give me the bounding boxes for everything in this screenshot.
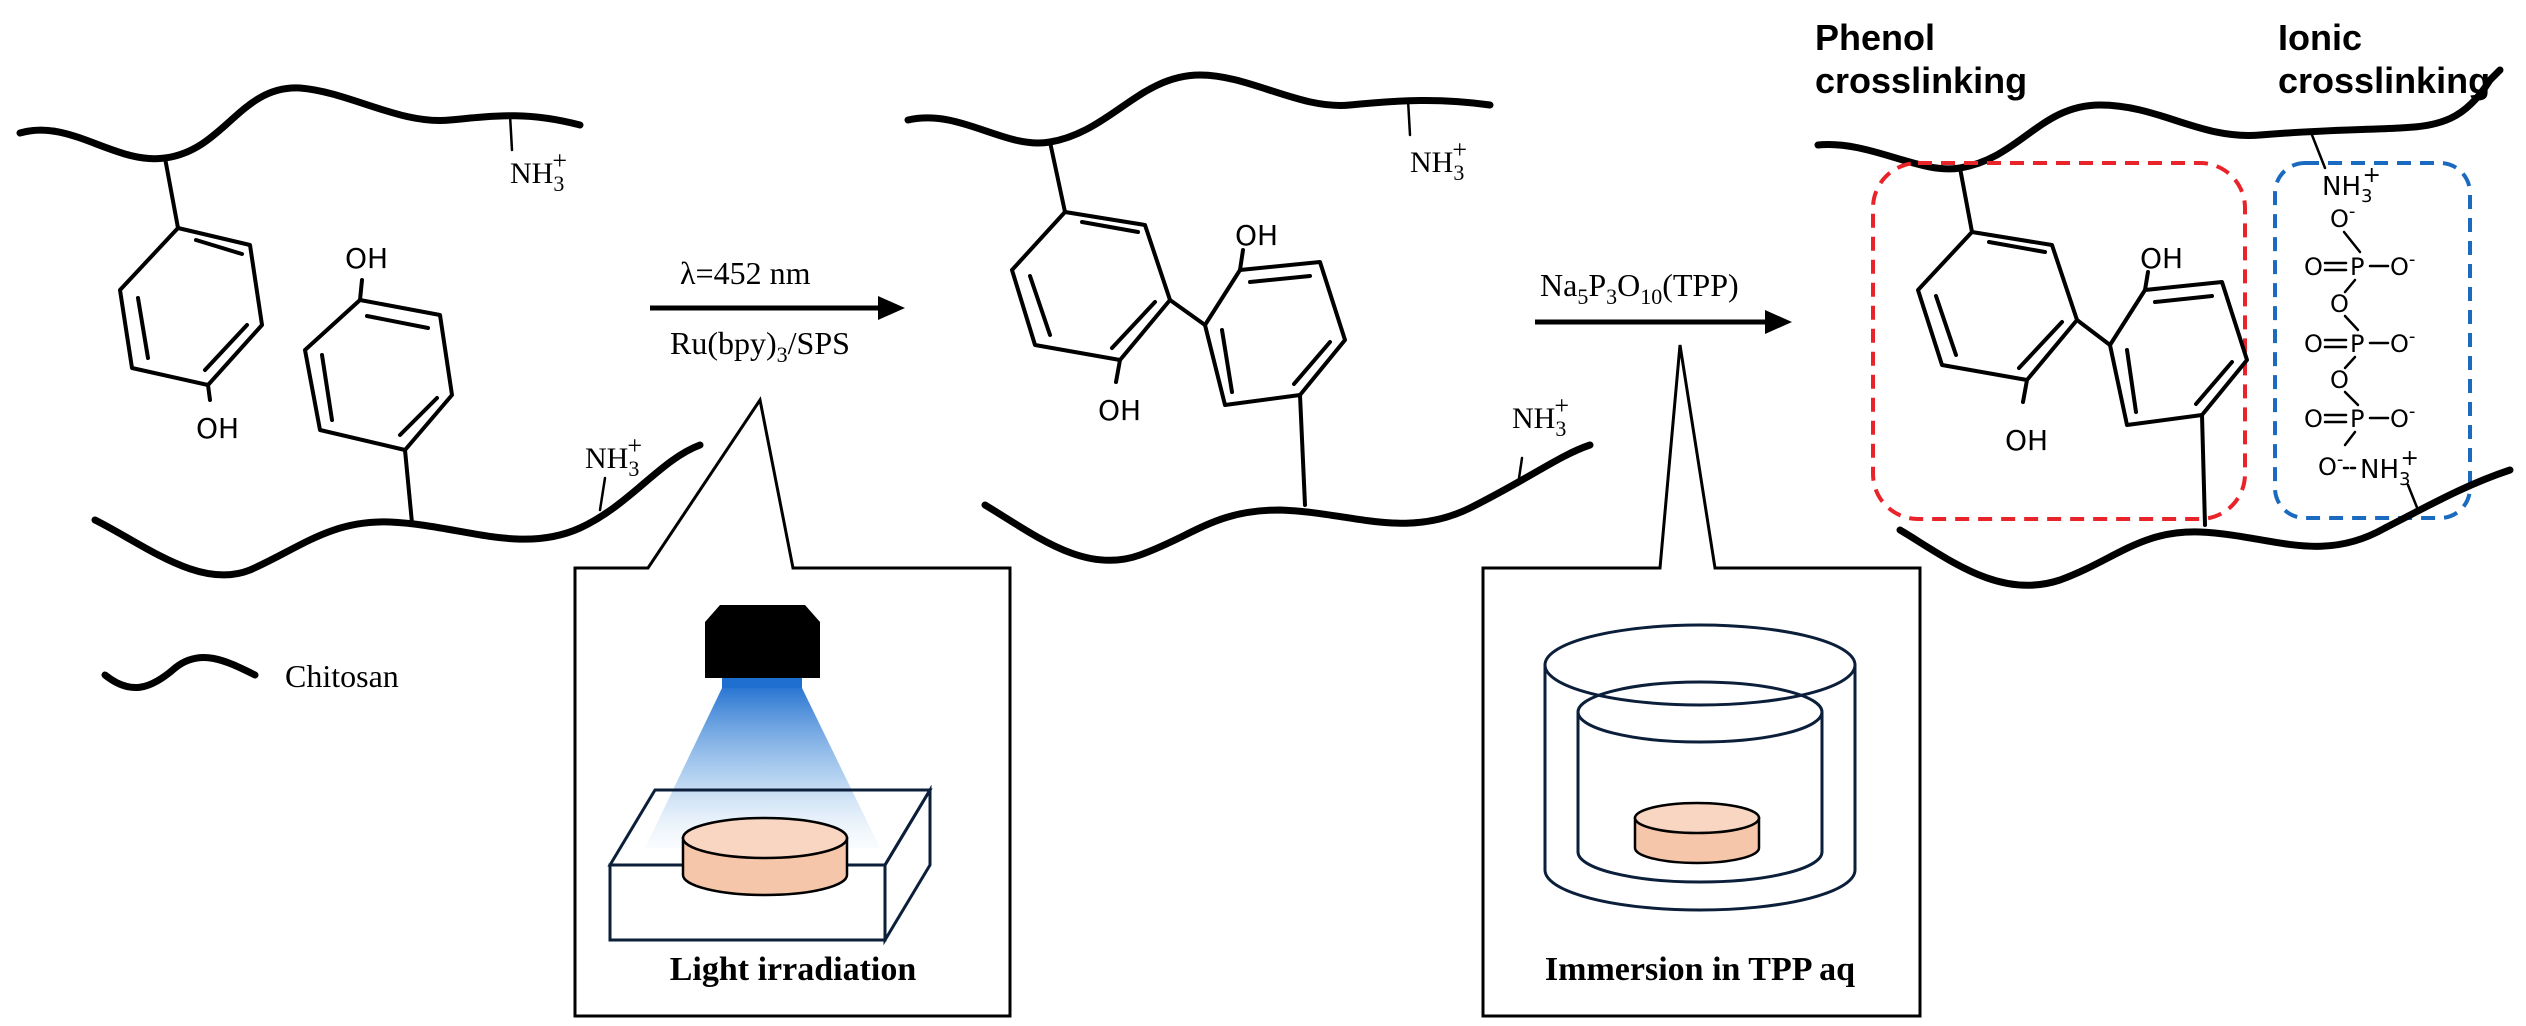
oxygen-anion: O- [2330,201,2355,233]
chitosan-chain-top [904,71,1494,147]
ionic-crosslinking-header: Ionic [2278,17,2362,58]
hydroxyl-label: OH [196,412,239,445]
svg-text:O: O [2330,290,2349,318]
amine-label: NH3+ [1512,391,1569,441]
light-irradiation-caption: Light irradiation [670,951,917,988]
chitosan-chain-bottom [91,441,704,579]
light-irradiation-panel: Light irradiation [573,396,1012,1018]
amine-label: NH3+ [510,146,567,196]
panel-dual-crosslinked: Phenol crosslinking Ionic crosslinking O… [1814,17,2514,589]
hydroxyl-label: OH [1098,394,1141,427]
panel-phenol-crosslinked: NH3+ OH OH NH3+ [904,71,1594,564]
hydroxyl-label: OH [2005,424,2048,457]
phenol-crosslinking-box [1871,161,2247,521]
amine-label: NH3+ [2360,446,2419,490]
phenol-crosslinking-header-2: crosslinking [1815,60,2027,101]
svg-text:O-: O- [2390,401,2415,433]
chitosan-legend-symbol [101,654,259,692]
svg-text:O: O [2304,253,2323,281]
tpp-formula-label: Na5P3O10(TPP) [1540,267,1739,309]
oxygen-anion: O- [2318,449,2343,481]
svg-text:O: O [2304,405,2323,433]
catalyst-label: Ru(bpy)3/SPS [670,325,850,367]
svg-text:P: P [2350,405,2364,433]
phosphate-unit: O P O- O [2304,326,2415,407]
chitosan-chain-top [1814,66,2504,173]
phenol-ring: OH [118,156,264,445]
hydroxyl-label: OH [345,242,388,275]
hydroxyl-label: OH [1235,219,1278,252]
phosphate-unit: O P O- [2304,401,2415,447]
chitosan-chain-bottom [1896,466,2514,589]
amine-label: NH3+ [2322,163,2381,207]
ionic-crosslinking-box [2273,161,2472,520]
chitosan-chain-top [16,84,584,163]
svg-text:P: P [2350,330,2364,358]
svg-text:O-: O- [2390,326,2415,358]
amine-label: NH3+ [1410,135,1467,185]
ionic-crosslinking-header-2: crosslinking [2278,60,2490,101]
svg-text:O: O [2330,366,2349,394]
phosphate-unit: O P O- O [2304,249,2415,332]
wavelength-label: λ=452 nm [680,255,811,291]
svg-text:P: P [2350,253,2364,281]
chitosan-chain-bottom [981,441,1594,564]
immersion-panel: Immersion in TPP aq [1481,344,1922,1018]
reaction-arrow-light: λ=452 nm Ru(bpy)3/SPS [650,255,905,367]
svg-text:O-: O- [2390,249,2415,281]
amine-label: NH3+ [585,431,642,481]
beaker-icon [1543,623,1857,912]
chitosan-legend-label: Chitosan [285,658,399,694]
panel-initial: NH3+ OH NH3+ OH Chitosan [16,84,704,694]
phenol-crosslinking-header: Phenol [1815,17,1935,58]
lamp-icon [705,605,820,678]
svg-text:O: O [2304,330,2323,358]
phenol-ring: OH [303,242,454,525]
immersion-caption: Immersion in TPP aq [1545,951,1855,988]
irradiation-stage [607,784,933,946]
reaction-arrow-tpp: Na5P3O10(TPP) [1535,267,1792,334]
hydroxyl-label: OH [2140,242,2183,275]
light-beam [645,688,880,848]
